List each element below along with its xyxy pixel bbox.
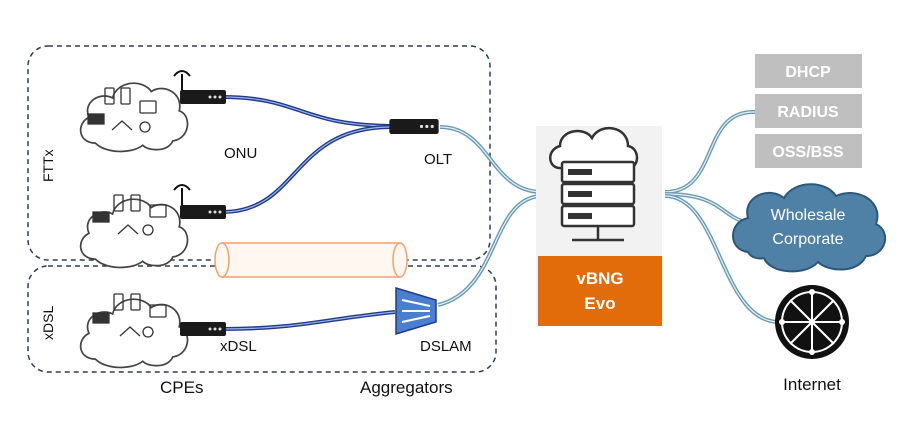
onu-label: ONU xyxy=(224,145,257,162)
cloud-icon xyxy=(79,198,189,269)
aggregators-label: Aggregators xyxy=(360,378,453,397)
vbng-box xyxy=(538,256,662,326)
radius-label: RADIUS xyxy=(777,104,839,121)
wholesale-cloud: Wholesale Corporate xyxy=(732,183,887,273)
fttx-fiber-links xyxy=(221,95,396,331)
devices-icon xyxy=(92,194,167,236)
cpes-label: CPEs xyxy=(160,378,203,397)
fttx-label: FTTx xyxy=(40,149,56,182)
globe-icon xyxy=(775,285,849,359)
vbng-node: vBNG Evo xyxy=(536,126,662,326)
cpe-cloud-1 xyxy=(79,82,189,153)
antenna-icon xyxy=(173,70,191,205)
internet-label: Internet xyxy=(783,375,841,394)
oss-bss-label: OSS/BSS xyxy=(772,144,843,161)
dslam-icon xyxy=(395,286,437,336)
tunnel-pipe xyxy=(214,242,408,278)
oss-bss-box xyxy=(755,134,862,168)
devices-icon xyxy=(92,293,167,338)
cpe-cloud-3 xyxy=(79,293,189,369)
server-cloud-icon xyxy=(549,126,639,242)
xdsl-label: xDSL xyxy=(40,306,56,340)
fttx-group-box xyxy=(27,45,491,261)
router-icon xyxy=(180,205,226,219)
devices-icon xyxy=(87,87,157,133)
cpe-cloud-2 xyxy=(79,194,189,269)
wholesale-line1: Wholesale xyxy=(771,207,846,224)
uplink-fiber-links xyxy=(437,109,779,324)
xdsl-group-box xyxy=(27,265,497,373)
router-icon xyxy=(180,90,226,104)
dhcp-label: DHCP xyxy=(785,64,831,81)
service-boxes: DHCP RADIUS OSS/BSS xyxy=(755,54,862,168)
olt-router-icon xyxy=(389,119,439,134)
router-icon xyxy=(180,322,226,336)
vbng-subtitle: Evo xyxy=(584,294,615,313)
vbng-title: vBNG xyxy=(576,269,623,288)
dslam-label: DSLAM xyxy=(420,338,472,355)
xdsl-link-label: xDSL xyxy=(220,338,257,355)
radius-box xyxy=(755,94,862,128)
olt-label: OLT xyxy=(424,151,452,168)
cloud-icon xyxy=(732,183,887,273)
dhcp-box xyxy=(755,54,862,88)
wholesale-line2: Corporate xyxy=(772,231,843,248)
